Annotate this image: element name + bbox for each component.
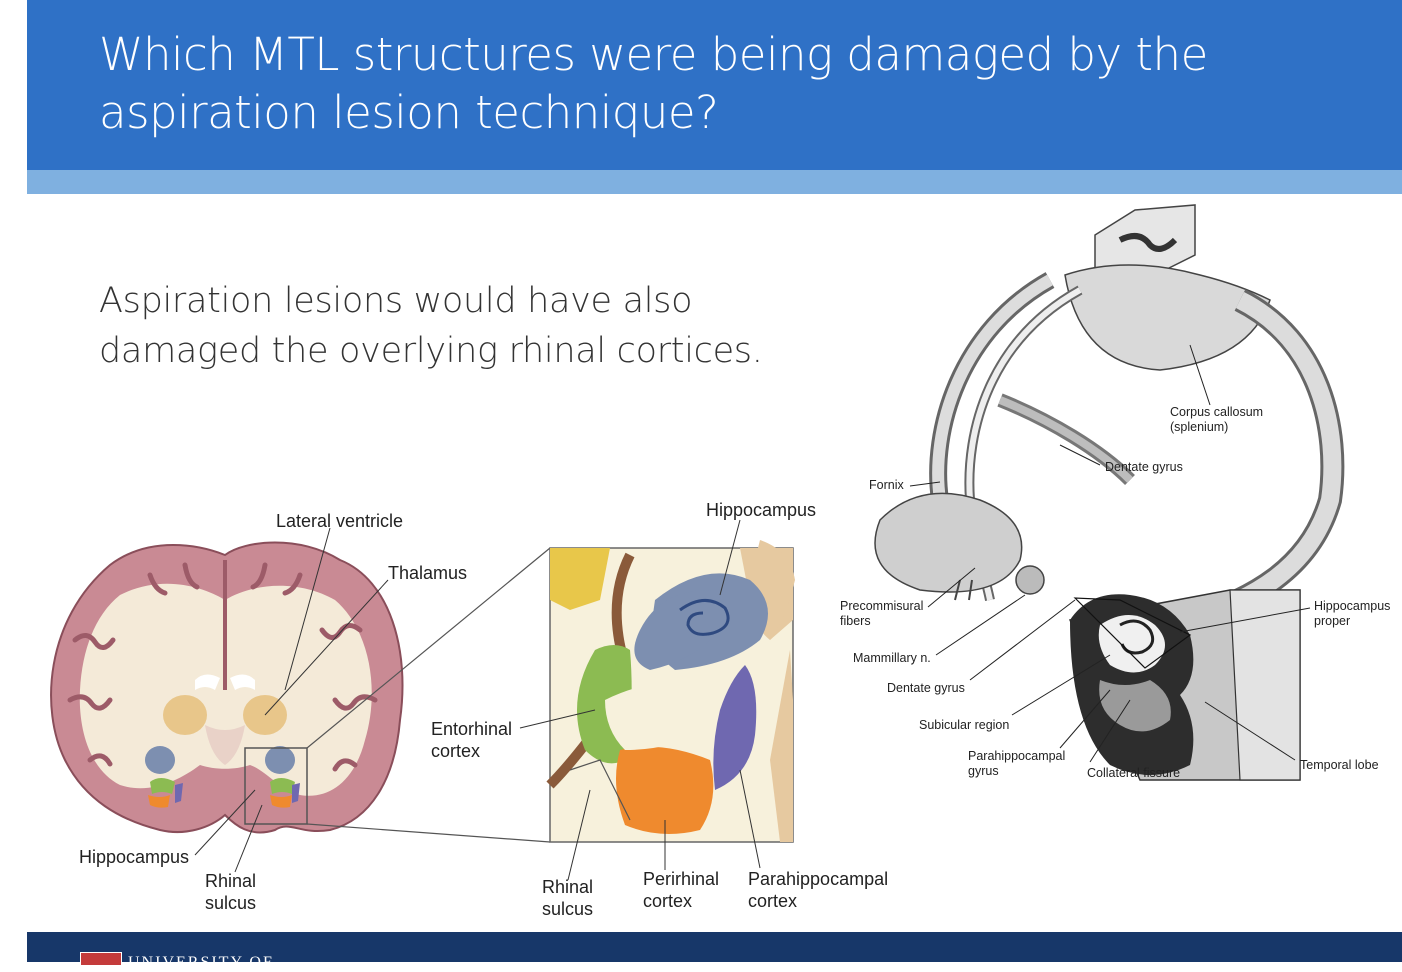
coronal-brain-section: [50, 541, 404, 834]
enlarged-mtl-section: [546, 540, 795, 843]
hippocampus-fornix-3d: [874, 204, 1345, 781]
label-fornix: Fornix: [869, 478, 904, 492]
label-parahippocampal-gyrus: Parahippocampal gyrus: [968, 749, 1066, 778]
label-perirhinal-cortex: Perirhinal cortex: [643, 869, 720, 911]
label-subicular-region: Subicular region: [919, 718, 1010, 732]
label-lateral-ventricle: Lateral ventricle: [276, 511, 404, 531]
university-crest-icon: [80, 952, 122, 966]
left-leader-lines: [194, 519, 761, 881]
label-corpus-callosum: Corpus callosum (splenium): [1170, 405, 1264, 434]
label-hippocampus-bottom: Hippocampus: [79, 847, 190, 867]
label-collateral-fissure: Collateral fissure: [1087, 766, 1181, 780]
slide-title: Which MTL structures were being damaged …: [99, 28, 1208, 139]
label-hippocampus-proper: Hippocampus proper: [1314, 599, 1391, 628]
label-precommisural-fibers: Precommisural fibers: [840, 599, 924, 628]
label-dentate-gyrus-top: Dentate gyrus: [1105, 460, 1183, 474]
university-logo-text: UNIVERSITY OF: [128, 954, 274, 971]
label-hippocampus-top: Hippocampus: [706, 500, 817, 520]
slide-footer: [27, 932, 1402, 962]
label-temporal-lobe: Temporal lobe: [1300, 758, 1379, 772]
label-entorhinal-cortex: Entorhinal cortex: [431, 719, 513, 761]
slide-body-text: Aspiration lesions would have also damag…: [99, 281, 763, 371]
slide-header: Which MTL structures were being damaged …: [27, 0, 1402, 170]
label-mammillary: Mammillary n.: [853, 651, 931, 665]
label-dentate-gyrus-bottom: Dentate gyrus: [887, 681, 965, 695]
label-parahippocampal-cortex: Parahippocampal cortex: [748, 869, 889, 911]
header-accent-band: [27, 170, 1402, 194]
label-rhinal-sulcus-left: Rhinal sulcus: [205, 871, 257, 913]
label-rhinal-sulcus-mid: Rhinal sulcus: [542, 877, 594, 919]
right-leader-lines: [909, 344, 1311, 763]
label-thalamus: Thalamus: [388, 563, 468, 583]
